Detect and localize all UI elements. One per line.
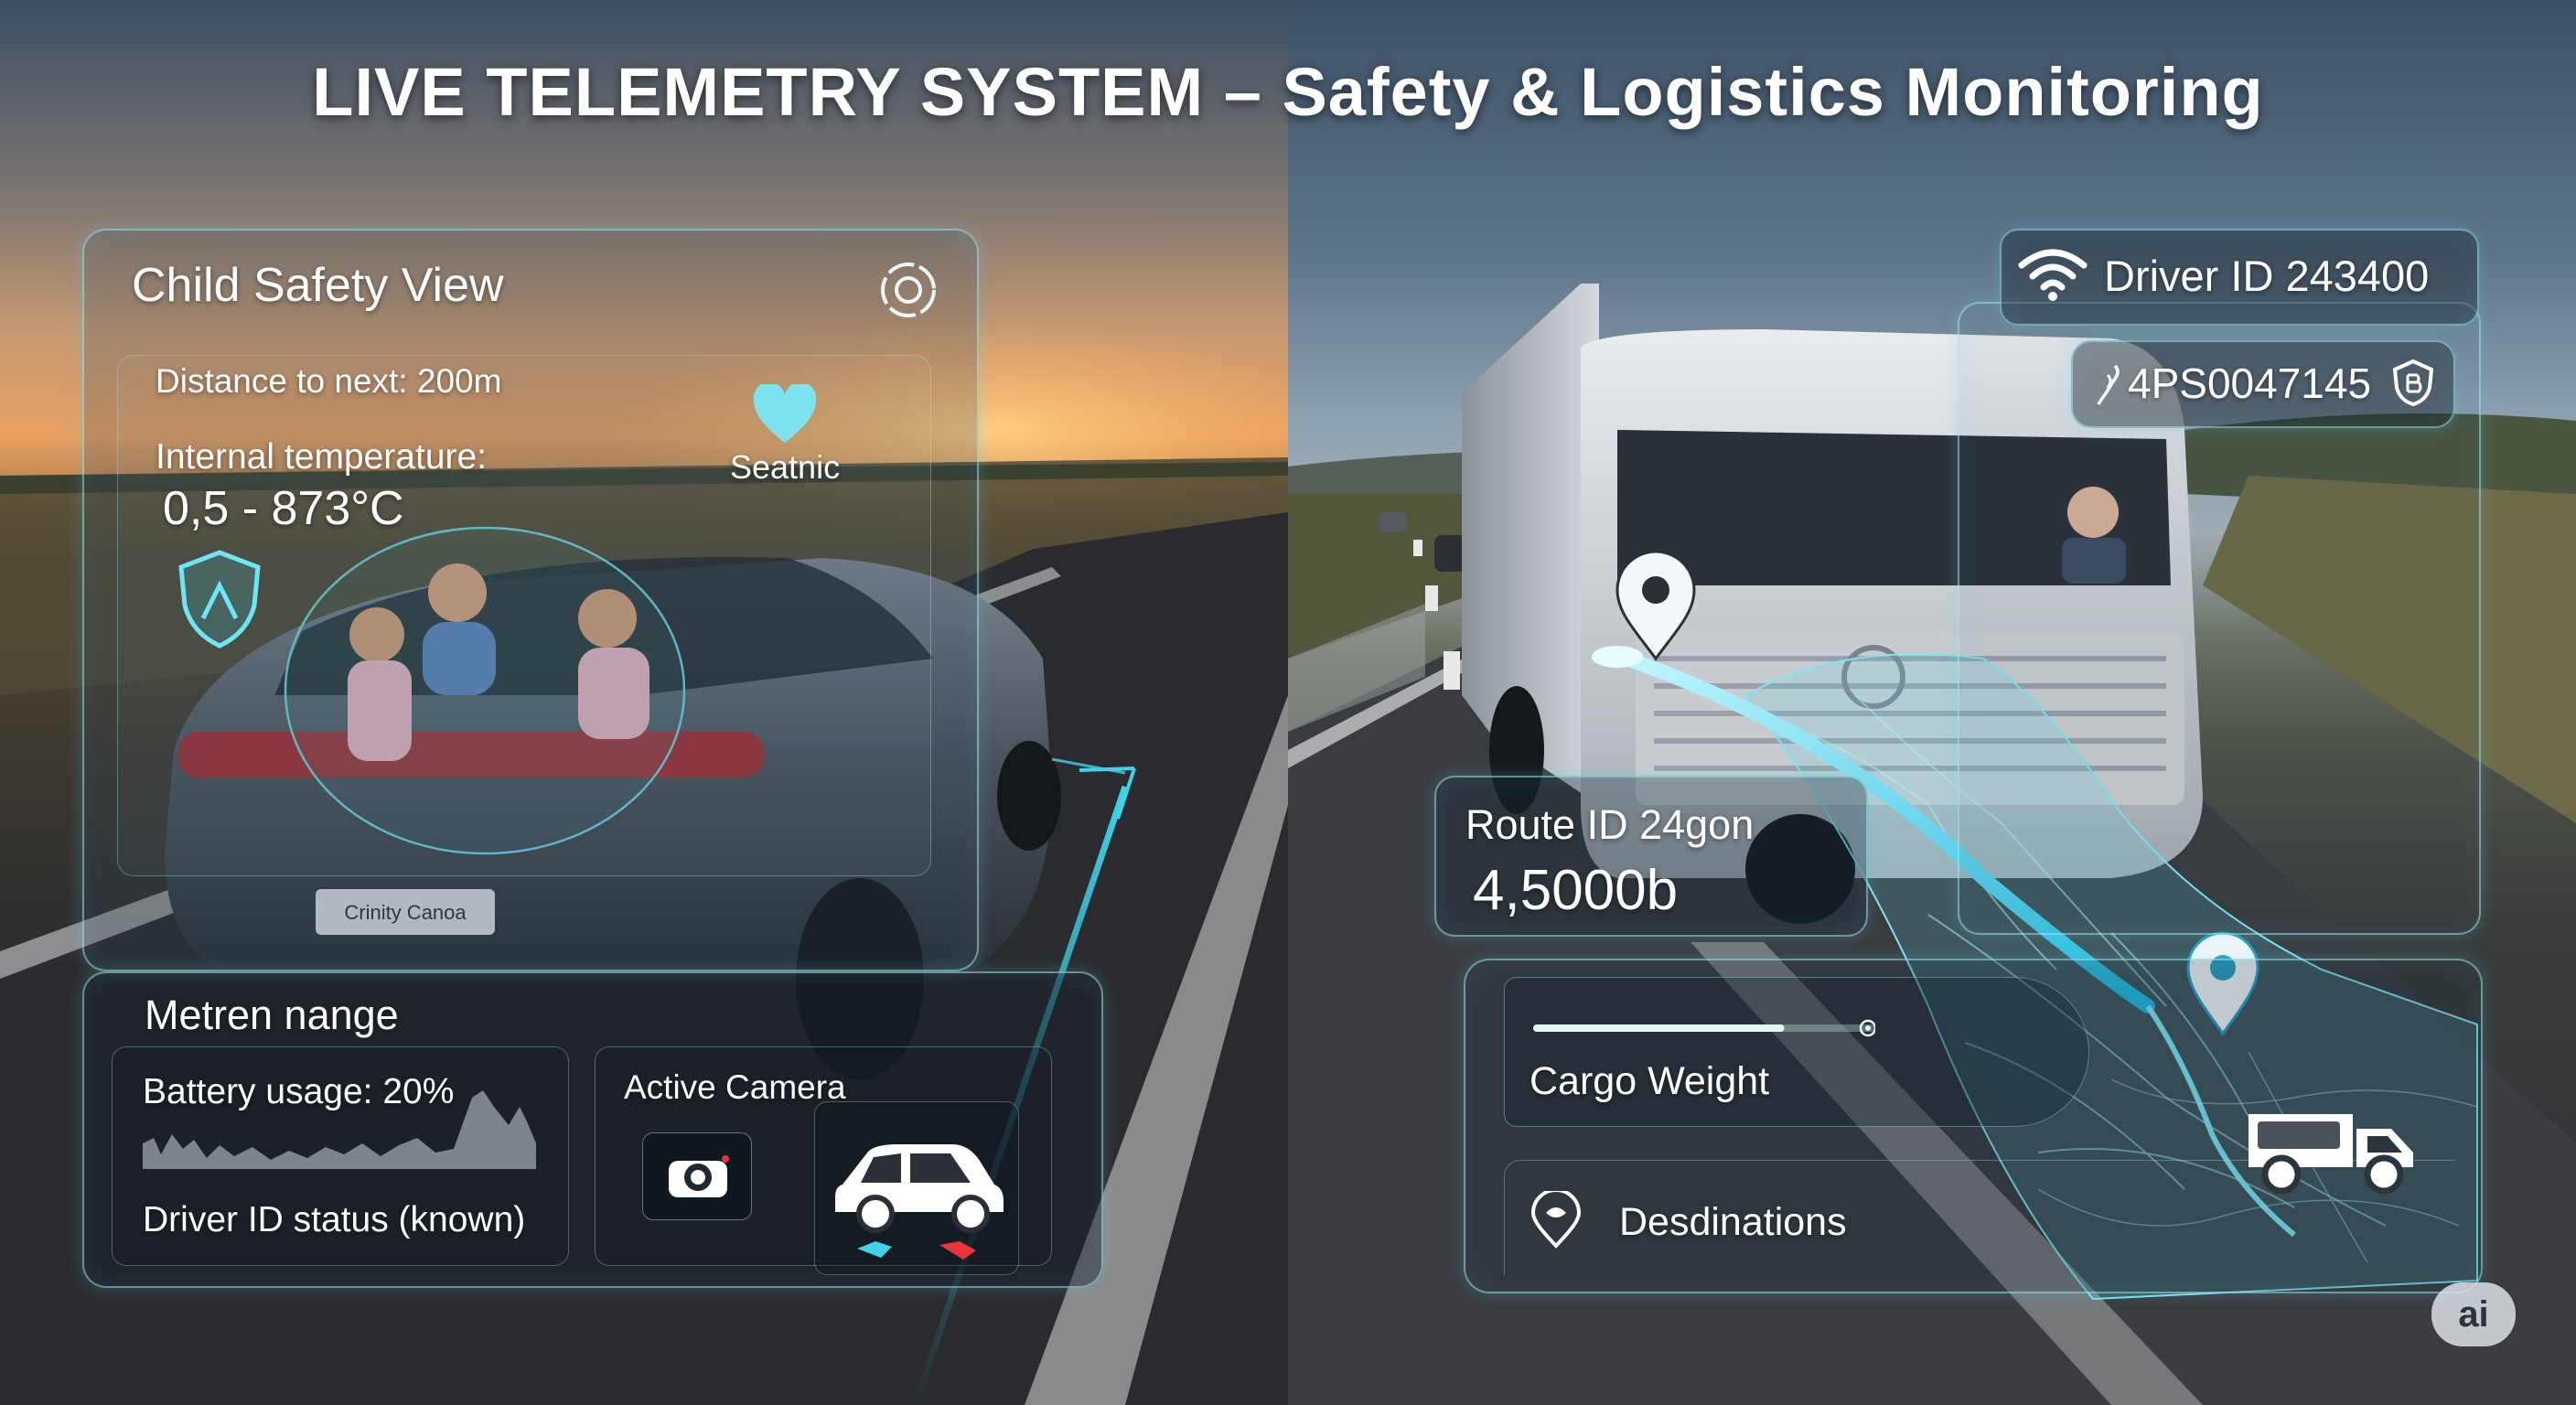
temperature-value: 0,5 - 873°C: [163, 482, 404, 535]
vehicle-code-text: 4PS0047145: [2128, 359, 2372, 407]
destinations-label: Desdinations: [1619, 1200, 1847, 1244]
cargo-weight-slider[interactable]: [1533, 1019, 1875, 1037]
security-badge-icon: [2392, 359, 2434, 406]
battery-usage-sparkline: [143, 1090, 536, 1169]
highway-truck-background: [1288, 0, 2576, 1405]
truck-overlay-frame: [1958, 302, 2481, 935]
camera-toggle-button[interactable]: [642, 1132, 752, 1220]
car-icon: [835, 1144, 1004, 1260]
wifi-icon: [2018, 249, 2088, 301]
settings-icon[interactable]: [876, 258, 940, 322]
destinations-row[interactable]: [1504, 1160, 2455, 1275]
driver-id-status: Driver ID status (known): [143, 1200, 526, 1239]
vehicle-code-card[interactable]: [2071, 340, 2455, 428]
seat-status-label: Seatnic: [730, 448, 841, 486]
route-value: 4,5000b: [1473, 859, 1679, 922]
license-plate: Crinity Canoa: [344, 901, 467, 924]
active-camera-label: Active Camera: [624, 1068, 846, 1106]
temperature-label: Internal temperature:: [156, 437, 488, 477]
heart-icon: [753, 384, 817, 443]
ai-badge: ai: [2431, 1282, 2516, 1346]
child-safety-title: Child Safety View: [132, 259, 504, 312]
distance-readout: Distance to next: 200m: [156, 362, 502, 400]
vehicle-view-card[interactable]: [814, 1101, 1019, 1275]
left-road-scene: Crinity Canoa: [0, 320, 1288, 1405]
cargo-weight-label: Cargo Weight: [1530, 1059, 1770, 1103]
link-icon: [2097, 364, 2120, 405]
child-safety-panel: Child Safety View: [82, 229, 979, 971]
shield-icon: [178, 550, 261, 649]
route-id-text: Route ID 24gon: [1465, 801, 1755, 848]
sunset-highway-background: Crinity Canoa: [0, 0, 1288, 1405]
delivery-truck-icon: [2249, 1114, 2413, 1195]
driver-id-card[interactable]: [2000, 229, 2479, 326]
route-card[interactable]: [1434, 776, 1868, 937]
metrics-title: Metren nange: [145, 992, 399, 1038]
page-title: LIVE TELEMETRY SYSTEM – Safety & Logisti…: [312, 54, 2264, 130]
map-pin-icon: [1530, 1191, 1582, 1249]
start-pin-icon: [1615, 550, 1696, 661]
child-camera-feed: [117, 355, 931, 876]
battery-usage-label: Battery usage: 20%: [143, 1072, 455, 1111]
driver-id-text: Driver ID 243400: [2104, 252, 2430, 300]
cargo-weight-card: [1504, 977, 2089, 1127]
camera-icon: [669, 1155, 729, 1197]
destination-pin-icon: [2186, 931, 2259, 1036]
